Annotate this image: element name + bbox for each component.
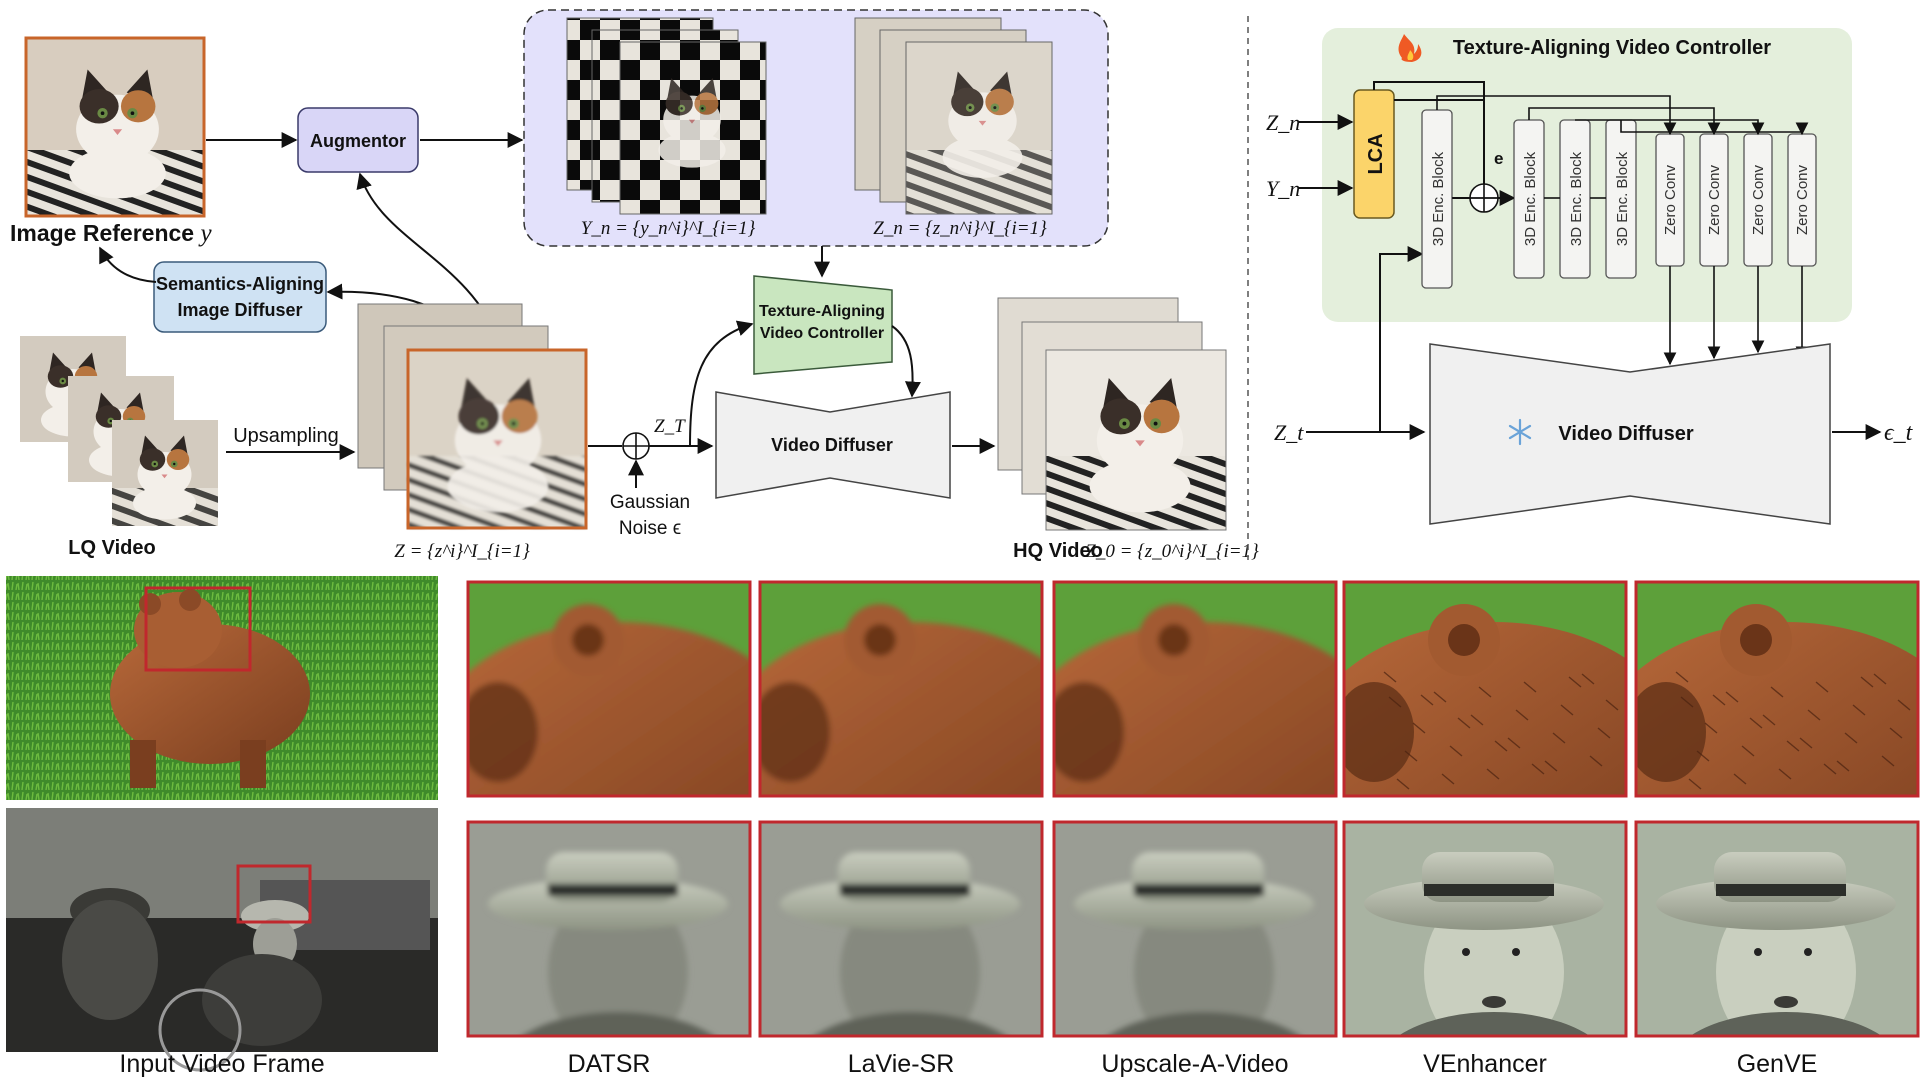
tavc-box [753, 275, 893, 375]
input-yn: Y_n [1266, 176, 1300, 201]
bear-crop-2 [758, 580, 1044, 798]
z-formula: Z = {z^i}^I_{i=1} [394, 541, 530, 562]
crop-border [1342, 820, 1628, 1038]
video-diffuser-label: Video Diffuser [771, 435, 893, 455]
column-caption-1: Input Video Frame [119, 1050, 324, 1078]
man-crop-1 [466, 820, 752, 1038]
crop-border [758, 580, 1044, 798]
man-crop-2 [758, 820, 1044, 1038]
video-diffuser-box [715, 391, 951, 499]
crop-border [1052, 820, 1338, 1038]
gaussian-line1: Gaussian [610, 492, 690, 513]
man-crop-5 [1634, 820, 1920, 1038]
crop-border [466, 580, 752, 798]
column-caption-5: VEnhancer [1423, 1050, 1547, 1078]
zn-formula: Z_n = {z_n^i}^I_{i=1} [873, 218, 1047, 239]
zero-conv-label: Zero Conv [1706, 164, 1723, 235]
yn-formula: Y_n = {y_n^i}^I_{i=1} [581, 218, 756, 239]
bear-crop-3 [1052, 580, 1338, 798]
column-caption-2: DATSR [568, 1050, 651, 1078]
man-crop-3 [1052, 820, 1338, 1038]
noisy-views-stack [854, 17, 1053, 215]
arrow-semantic-to-reference [99, 246, 157, 283]
fire-icon [1398, 34, 1422, 62]
z0-formula: Z_0 = {z_0^i}^I_{i=1} [1085, 541, 1259, 562]
crop-border [1052, 580, 1338, 798]
output-epsilon: ϵ_t [1884, 420, 1914, 446]
bear-input-frame [6, 576, 438, 800]
snowflake-icon [1508, 418, 1532, 446]
frozen-video-diffuser-label: Video Diffuser [1558, 423, 1693, 445]
arrow-noise-to-controller [689, 320, 754, 447]
tavc-line2: Video Controller [760, 325, 884, 342]
upsampling-label: Upsampling [233, 425, 339, 447]
bear-crop-highlight [144, 586, 252, 672]
crop-border [1342, 580, 1628, 798]
e-label: e [1494, 149, 1503, 168]
bear-crop-4 [1342, 580, 1628, 798]
semantics-aligning-line1: Semantics-Aligning [156, 274, 324, 294]
zero-conv-label: Zero Conv [1662, 164, 1679, 235]
column-caption-6: GenVE [1737, 1050, 1818, 1078]
zt-symbol: Z_T [654, 416, 686, 437]
hq-video-stack [997, 297, 1227, 531]
enc-block-label: 3D Enc. Block [1430, 151, 1447, 246]
bear-crop-1 [466, 580, 752, 798]
arrow-tavc-to-diffuser [891, 325, 921, 398]
frozen-video-diffuser-box [1429, 343, 1831, 525]
column-caption-3: LaVie-SR [848, 1050, 955, 1078]
input-zt: Z_t [1274, 420, 1304, 445]
semantics-aligning-line2: Image Diffuser [177, 300, 302, 320]
crop-border [1634, 580, 1920, 798]
image-reference [24, 36, 206, 218]
augmentor-label: Augmentor [310, 131, 406, 151]
enc-block-label: 3D Enc. Block [1522, 151, 1539, 246]
lca-label: LCA [1365, 133, 1387, 174]
upsampled-video-stack [357, 303, 588, 530]
crop-border [466, 820, 752, 1038]
tavc-line1: Texture-Aligning [759, 303, 885, 320]
hq-video-label: HQ Video [1013, 540, 1103, 562]
controller-title: Texture-Aligning Video Controller [1453, 37, 1771, 59]
man-crop-4 [1342, 820, 1628, 1038]
crop-border [758, 820, 1044, 1038]
enc-block-label: 3D Enc. Block [1614, 151, 1631, 246]
masked-views-stack [566, 17, 767, 215]
column-caption-4: Upscale-A-Video [1101, 1050, 1288, 1078]
man-input-frame [6, 808, 438, 1072]
man-crop-highlight [236, 864, 312, 924]
bear-crop-5 [1634, 580, 1920, 798]
zero-conv-label: Zero Conv [1794, 164, 1811, 235]
gaussian-line2: Noise ϵ [619, 518, 681, 539]
input-zn: Z_n [1266, 110, 1300, 135]
semantics-aligning-box [153, 261, 327, 333]
lq-video-stack [20, 336, 218, 526]
crop-border [1634, 820, 1920, 1038]
augmentor-box [297, 107, 419, 173]
image-reference-label: Image Reference y [10, 220, 212, 247]
enc-block-label: 3D Enc. Block [1568, 151, 1585, 246]
zero-conv-label: Zero Conv [1750, 164, 1767, 235]
lq-video-label: LQ Video [68, 537, 155, 559]
